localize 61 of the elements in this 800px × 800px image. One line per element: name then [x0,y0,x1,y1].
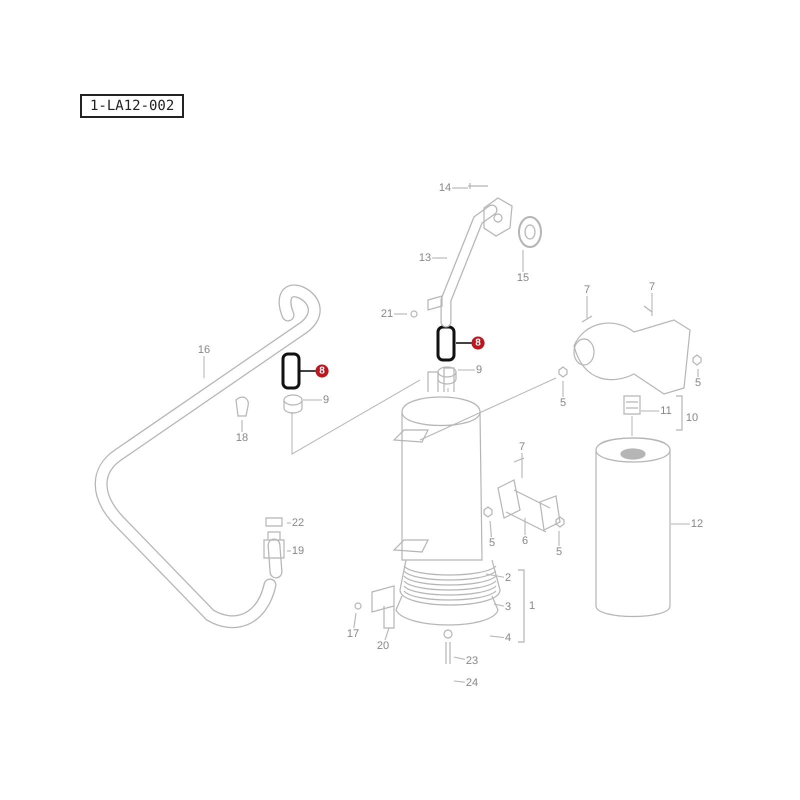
callout-number: 7 [648,281,656,293]
callout-number: 17 [346,628,360,640]
callout-number: 6 [520,535,530,547]
callout-number: 24 [464,677,480,689]
callout-number: 8 [472,336,484,350]
callout-number: 19 [290,545,306,557]
leader-line [671,523,690,525]
leader-line [241,420,243,432]
leader-line [486,573,504,578]
leader-line [558,531,560,546]
callout-number: 7 [582,284,592,296]
leader-line [432,257,447,259]
callout-number: 15 [516,272,530,284]
leader-line [452,187,468,189]
callout-number: 5 [488,537,496,549]
callout-number: 14 [438,182,452,194]
leader-line [303,399,322,401]
leader-line [522,250,524,272]
leader-line [521,453,523,478]
drawing-reference-number: 1-LA12-002 [80,94,184,118]
callout-number: 22 [290,517,306,529]
leader-line [562,381,564,397]
callout-number: 4 [504,632,512,644]
leader-line [384,628,390,640]
leader-line [458,369,475,371]
leader-line [494,603,504,607]
callout-number: 7 [518,441,526,453]
callout-number: 9 [322,394,330,406]
leader-line [300,370,316,372]
leader-line [586,296,588,318]
callout-number: 11 [659,405,673,417]
leader-line [489,520,492,538]
leader-line [651,293,653,316]
callout-number: 20 [376,640,390,652]
callout-number: 23 [464,655,480,667]
leader-line [454,656,465,660]
callout-number: 5 [694,377,702,389]
leader-line [203,356,205,378]
leader-line [287,550,291,552]
callout-number: 9 [474,364,484,376]
callout-number: 10 [686,412,698,424]
leader-line [641,410,660,412]
leader-line [697,369,699,377]
callout-number: 1 [528,600,536,612]
leader-line [287,522,291,524]
leader-line [490,635,504,638]
callout-number: 8 [316,364,328,378]
callout-number: 5 [554,546,564,558]
callout-number: 18 [234,432,250,444]
callout-number: 12 [690,518,704,530]
leader-line [454,680,465,683]
callout-number: 5 [558,397,568,409]
callout-number: 21 [380,308,394,320]
callout-number: 13 [418,252,432,264]
callout-number: 2 [504,572,512,584]
leader-line [394,313,407,315]
leader-line [524,518,526,535]
callout-number: 3 [504,601,512,613]
leader-line [456,342,472,344]
leader-line [353,612,357,628]
callout-number: 16 [196,344,212,356]
